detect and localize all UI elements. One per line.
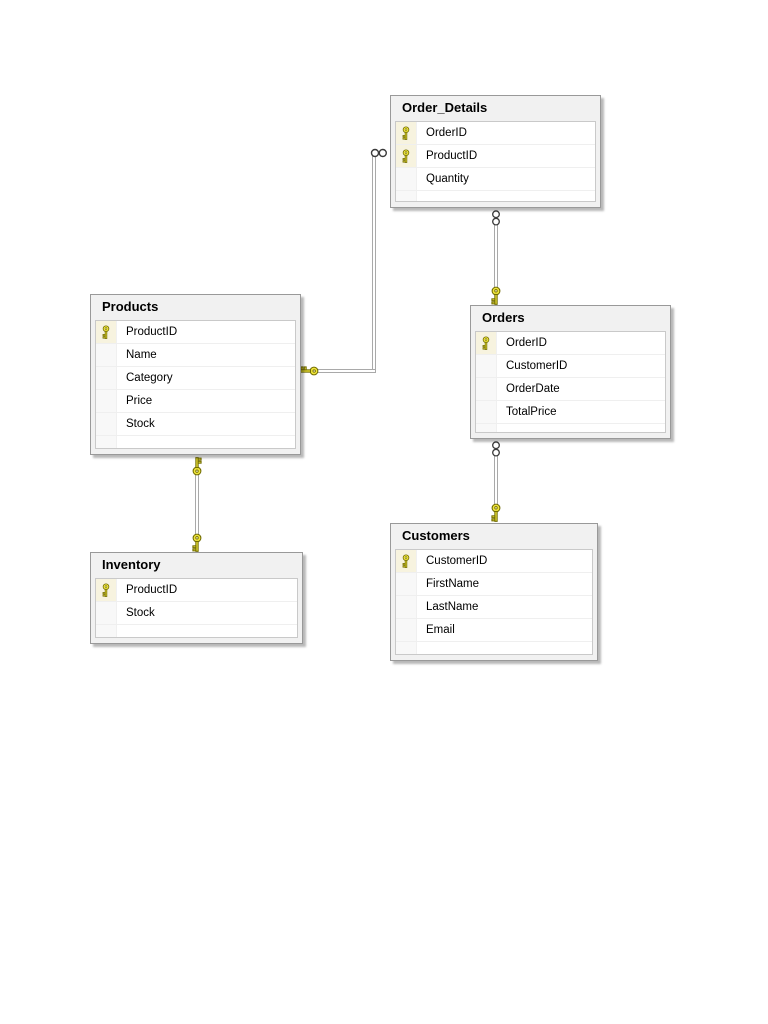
empty-row[interactable] [396,191,595,201]
column-name: CustomerID [426,555,488,567]
column-row[interactable]: CustomerID [476,355,665,378]
table-title: Customers [402,528,470,543]
primary-key-cell [476,332,497,354]
column-name: Name [126,349,157,361]
column-row[interactable]: Stock [96,413,295,436]
row-gutter [476,378,497,400]
key-end-icon [489,503,503,522]
column-name: TotalPrice [506,406,557,418]
row-gutter [476,424,497,432]
column-name: Quantity [426,173,469,185]
column-name: FirstName [426,578,480,590]
column-row[interactable]: CustomerID [396,550,592,573]
primary-key-icon [101,325,111,339]
column-row[interactable]: OrderDate [476,378,665,401]
row-gutter [96,367,117,389]
column-name: Stock [126,607,155,619]
column-row[interactable]: Quantity [396,168,595,191]
primary-key-cell [396,550,417,572]
column-row[interactable]: ProductID [396,145,595,168]
primary-key-cell [96,579,117,601]
key-end-icon [489,286,503,305]
column-row[interactable]: ProductID [96,321,295,344]
column-name: OrderDate [506,383,560,395]
row-gutter [396,642,417,654]
row-gutter [396,619,417,641]
empty-row[interactable] [96,436,295,448]
infinity-end-icon [491,210,501,226]
row-gutter [476,401,497,423]
relationship-line-rel-orderdetails-products[interactable] [372,156,376,373]
row-gutter [96,390,117,412]
column-row[interactable]: TotalPrice [476,401,665,424]
column-row[interactable]: ProductID [96,579,297,602]
row-gutter [396,596,417,618]
table-title: Inventory [102,557,161,572]
column-name: Price [126,395,153,407]
primary-key-icon [401,554,411,568]
column-name: OrderID [506,337,547,349]
row-gutter [396,191,417,201]
column-name: ProductID [126,584,178,596]
column-name: LastName [426,601,479,613]
column-row[interactable]: Email [396,619,592,642]
infinity-end-icon [369,148,389,158]
column-row[interactable]: FirstName [396,573,592,596]
key-end-icon [190,533,204,552]
empty-row[interactable] [476,424,665,432]
column-name: Category [126,372,173,384]
row-gutter [96,436,117,448]
columns-panel: OrderID ProductID Quantity [395,121,596,202]
relationship-line-rel-orderdetails-products[interactable] [317,369,376,373]
primary-key-icon [401,126,411,140]
row-gutter [396,168,417,190]
primary-key-icon [481,336,491,350]
primary-key-cell [396,145,417,167]
relationship-line-rel-orderdetails-orders[interactable] [494,222,498,288]
key-end-icon [190,457,204,476]
row-gutter [396,573,417,595]
primary-key-cell [396,122,417,144]
column-row[interactable]: LastName [396,596,592,619]
column-row[interactable]: Category [96,367,295,390]
row-gutter [96,602,117,624]
empty-row[interactable] [396,642,592,654]
row-gutter [476,355,497,377]
column-name: CustomerID [506,360,568,372]
primary-key-icon [101,583,111,597]
table-title: Orders [482,310,525,325]
row-gutter [96,413,117,435]
key-end-icon [300,364,319,378]
column-row[interactable]: Price [96,390,295,413]
primary-key-icon [401,149,411,163]
column-row[interactable]: Name [96,344,295,367]
column-name: Email [426,624,455,636]
primary-key-cell [96,321,117,343]
column-name: ProductID [126,326,178,338]
relationship-line-rel-orders-customers[interactable] [494,455,498,505]
column-name: Stock [126,418,155,430]
column-row[interactable]: OrderID [476,332,665,355]
table-title: Products [102,299,159,314]
row-gutter [96,625,117,637]
column-name: ProductID [426,150,478,162]
empty-row[interactable] [96,625,297,637]
column-row[interactable]: OrderID [396,122,595,145]
relationship-line-rel-products-inventory[interactable] [195,473,199,535]
row-gutter [96,344,117,366]
column-row[interactable]: Stock [96,602,297,625]
column-name: OrderID [426,127,467,139]
columns-panel: ProductID Stock [95,578,298,638]
table-title: Order_Details [402,100,488,115]
infinity-end-icon [491,441,501,457]
